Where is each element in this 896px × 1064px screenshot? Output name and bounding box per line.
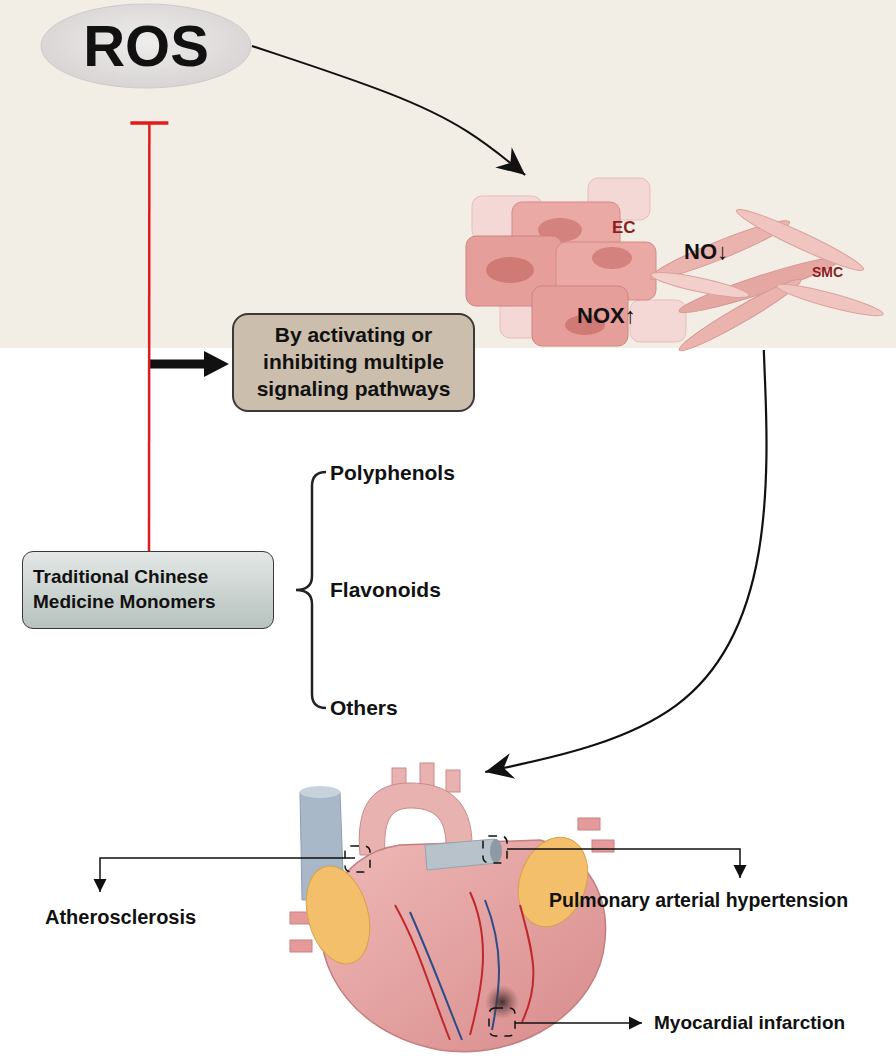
nucleus [592, 247, 632, 269]
dashed-marker [345, 846, 370, 872]
arrowhead [204, 351, 229, 377]
cell-label: SMC [812, 264, 843, 280]
cell [630, 300, 686, 342]
marker-label: NOX↑ [577, 303, 636, 329]
atrium [296, 859, 380, 971]
coronary-artery [470, 892, 483, 1035]
mechanism-box: By activating or inhibiting multiple sig… [232, 313, 475, 412]
category-label: Others [330, 696, 398, 720]
inhibition-line [148, 123, 151, 551]
category-label: Polyphenols [330, 461, 455, 485]
node-text: ROS [83, 14, 209, 78]
nucleus [486, 257, 534, 283]
vessel-opening [490, 839, 502, 863]
smooth-muscle-cells [647, 203, 885, 357]
disease-label: Pulmonary arterial hypertension [549, 889, 848, 912]
smc-cell [775, 279, 885, 321]
leader-line [100, 858, 355, 892]
smc-cell [733, 203, 867, 277]
vessel-stub [578, 818, 600, 830]
coronary-artery [520, 905, 533, 1022]
node-text: Traditional Chinese Medicine Monomers [33, 565, 263, 614]
pulmonary-artery [425, 839, 497, 870]
disease-label: Myocardial infarction [654, 1012, 845, 1034]
curly-bracket [296, 472, 326, 708]
coronary-artery [395, 905, 450, 1040]
leader-arrows [100, 849, 740, 1023]
activation-arrow [149, 351, 229, 377]
disease-label: Atherosclerosis [45, 906, 196, 929]
ros-ellipse: ROS [40, 3, 252, 89]
vessel-stub [592, 840, 614, 852]
arrow-shaft [149, 360, 207, 369]
coronary-vein [410, 912, 462, 1040]
vessel-opening [300, 786, 340, 798]
atrium [506, 827, 599, 936]
endothelial-cells [466, 178, 686, 346]
node-text: By activating or inhibiting multiple sig… [244, 322, 463, 403]
vessel-stub [290, 940, 312, 952]
heart-node: AtherosclerosisPulmonary arterial hypert… [280, 772, 660, 1057]
cell-label: EC [612, 218, 636, 238]
dashed-marker [483, 836, 507, 863]
smc-cell [650, 268, 751, 302]
artery-branch [446, 770, 460, 792]
tcm-box: Traditional Chinese Medicine Monomers [22, 551, 274, 629]
dashed-marker [489, 1008, 515, 1036]
leader-line [515, 1022, 642, 1024]
infarct-spot [485, 985, 519, 1019]
process-arrow [252, 46, 525, 175]
leader-line [507, 849, 740, 878]
marker-label: NO↓ [684, 239, 728, 265]
category-label: Flavonoids [330, 578, 441, 602]
cell-cluster: EC NO↓ NOX↑ SMC [465, 175, 880, 350]
process-arrow [485, 350, 766, 772]
ellipse-shape [41, 4, 251, 88]
